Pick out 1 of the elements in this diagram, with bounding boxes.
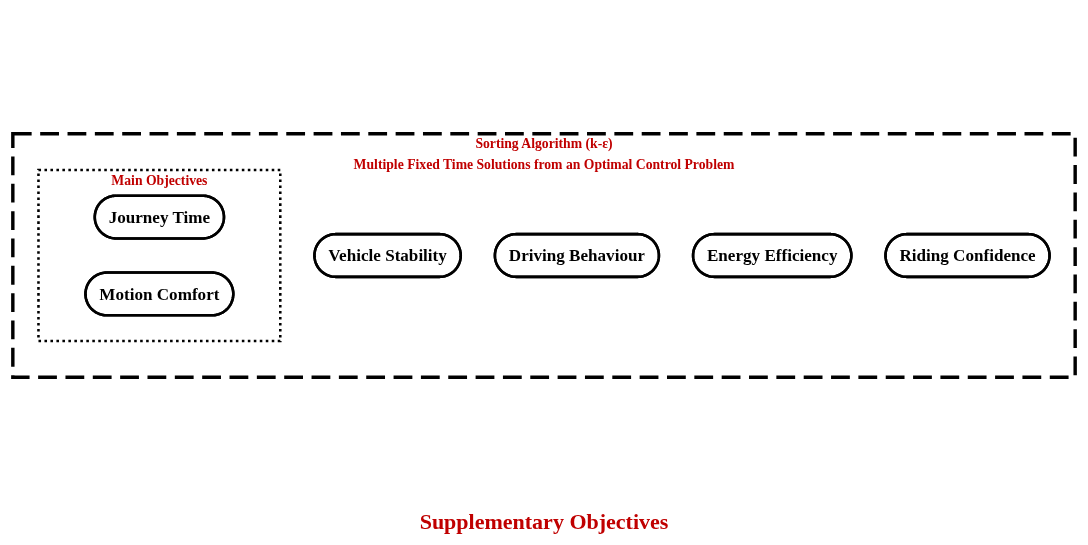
- objectives-heading: Supplementary Objectives: [419, 509, 669, 535]
